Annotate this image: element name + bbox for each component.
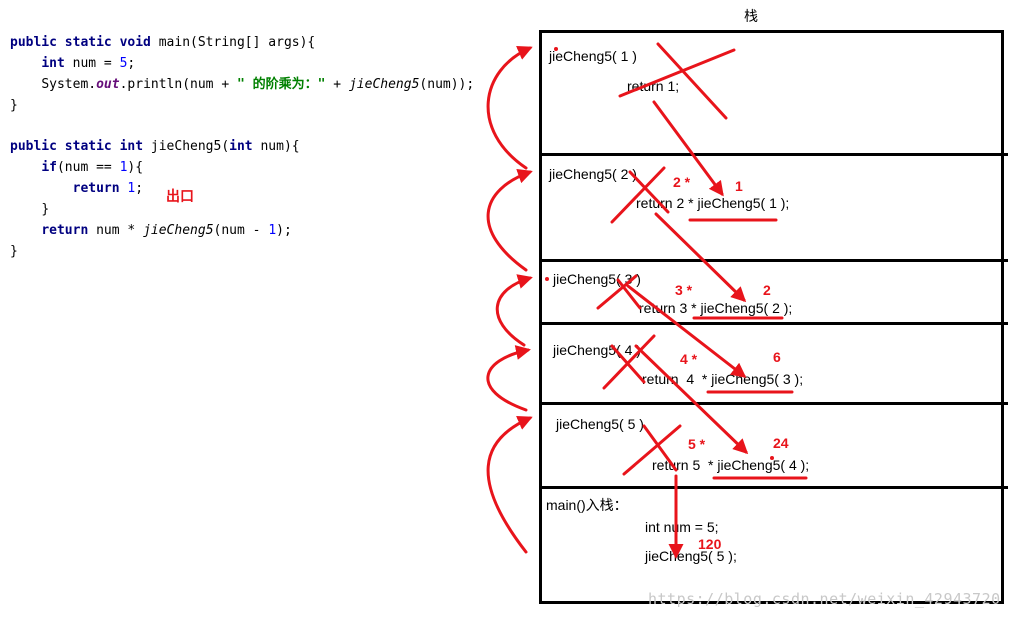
cross-mark [618,42,736,120]
return-arrow [654,212,747,303]
cross-mark [596,274,642,310]
frame-2-body: return 2 * jieCheng5( 1 ); [636,195,790,211]
code-line-8: } [41,202,50,217]
return-arrow [634,344,749,455]
dot-mark [545,277,549,281]
frame-divider [541,402,1008,405]
code-line-2: int num = 5; [41,56,136,71]
frame-1-header: jieCheng5( 1 ) [549,48,637,64]
frame-3-result-note: 2 [763,282,771,298]
code-line-3: System.out.println(num + " 的阶乘为：" + jieC… [41,77,475,92]
watermark: https://blog.csdn.net/weixin_42943720 [648,590,1001,608]
frame-2-multiplier-note: 2 * [673,174,691,190]
frame-5-result-note: 24 [773,435,789,451]
stack-title: 栈 [744,9,758,25]
push-arrow [486,345,531,412]
main-frame-header: main()入栈： [546,497,628,513]
frame-4-multiplier-note: 4 * [680,351,698,367]
code-line-10: } [10,244,18,259]
cross-mark [602,334,656,390]
push-arrow [495,274,533,347]
frame-2-header: jieCheng5( 2 ) [549,166,637,182]
code-line-5: public static int jieCheng5(int num){ [10,139,300,154]
cross-mark [622,424,682,476]
code-line-4: } [10,98,18,113]
stack-box [539,30,1004,604]
frame-5-header: jieCheng5( 5 ) [556,416,644,432]
frame-3-body: return 3 * jieCheng5( 2 ); [639,300,793,316]
code-panel: public static void main(String[] args){ … [10,32,474,262]
frame-4-result-note: 6 [773,349,781,365]
frame-2-result-note: 1 [735,178,743,194]
exit-label: 出口 [166,189,194,205]
code-line-7: return 1; [72,181,144,196]
frame-divider [541,153,1008,156]
return-arrow [652,100,724,197]
frame-divider [541,259,1008,262]
dot-mark [770,456,774,460]
push-arrow [486,415,533,554]
return-arrow [626,284,747,378]
frame-5-multiplier-note: 5 * [688,436,706,452]
code-line-9: return num * jieCheng5(num - 1); [41,223,292,238]
push-arrow [486,169,533,272]
code-line-6: if(num == 1){ [41,160,144,175]
main-result-note: 120 [698,536,722,552]
cross-mark [610,166,670,224]
frame-3-header: jieCheng5( 3 ) [553,271,641,287]
push-arrow [486,45,533,170]
frame-4-body: return 4 * jieCheng5( 3 ); [642,371,804,387]
frame-5-body: return 5 * jieCheng5( 4 ); [652,457,810,473]
frame-divider [541,486,1008,489]
frame-3-multiplier-note: 3 * [675,282,693,298]
code-line-1: public static void main(String[] args){ [10,35,316,50]
frame-divider [541,322,1008,325]
dot-mark [554,47,558,51]
